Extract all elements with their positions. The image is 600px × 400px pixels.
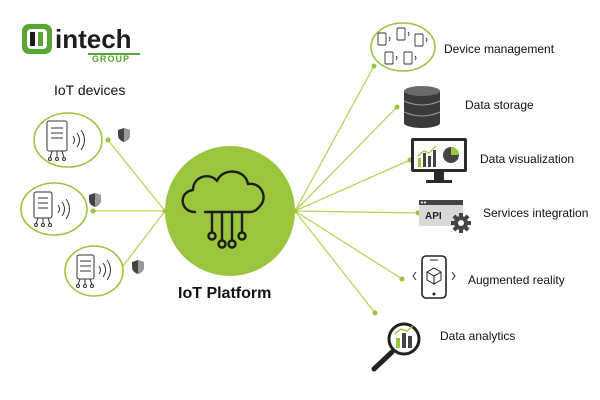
label-augmented-reality: Augmented reality	[468, 273, 565, 287]
phone-cube-icon	[412, 255, 456, 299]
svg-text:intech: intech	[55, 24, 132, 54]
connector-data-visualization	[294, 159, 411, 212]
intech-logo: intech GROUP	[22, 24, 140, 64]
iot-devices-title: IoT devices	[54, 82, 126, 98]
label-services-integration: Services integration	[483, 206, 589, 220]
iot-platform-node	[165, 146, 295, 276]
shield-icon	[118, 128, 130, 142]
endpoint-dot	[90, 208, 96, 214]
connector-services-integration	[294, 210, 419, 214]
device-cluster-icon	[370, 22, 436, 72]
iot-device-2	[20, 182, 88, 236]
sensor-chip-icon	[33, 191, 70, 227]
endpoint-dot	[371, 63, 377, 69]
endpoint-dot	[372, 310, 378, 316]
svg-text:GROUP: GROUP	[92, 54, 130, 64]
magnifier-chart-icon	[371, 322, 421, 372]
label-data-storage: Data storage	[465, 98, 534, 112]
label-data-visualization: Data visualization	[480, 152, 575, 166]
connector-device-3	[119, 210, 166, 271]
label-data-analytics: Data analytics	[440, 329, 516, 343]
iot-device-3	[64, 245, 124, 297]
endpoint-dot	[399, 276, 405, 282]
sensor-chip-icon	[76, 254, 111, 288]
endpoint-dot	[105, 137, 111, 143]
sensor-chip-icon	[46, 120, 85, 161]
api-gear-icon: API	[419, 200, 471, 233]
connector-device-1	[107, 139, 166, 212]
iot-device-1	[33, 112, 103, 168]
database-icon	[403, 86, 441, 128]
shield-icon	[132, 260, 144, 274]
svg-text:API: API	[425, 211, 442, 222]
connector-augmented-reality	[294, 210, 403, 280]
label-device-management: Device management	[444, 42, 555, 56]
connector-device-management	[294, 65, 375, 212]
connector-data-storage	[294, 106, 398, 212]
iot-platform-title: IoT Platform	[178, 285, 272, 302]
cloud-circuit-icon	[181, 170, 265, 249]
shield-icon	[89, 193, 101, 207]
monitor-chart-icon	[411, 138, 467, 183]
endpoint-dot	[394, 104, 400, 110]
connector-data-analytics	[294, 210, 376, 314]
